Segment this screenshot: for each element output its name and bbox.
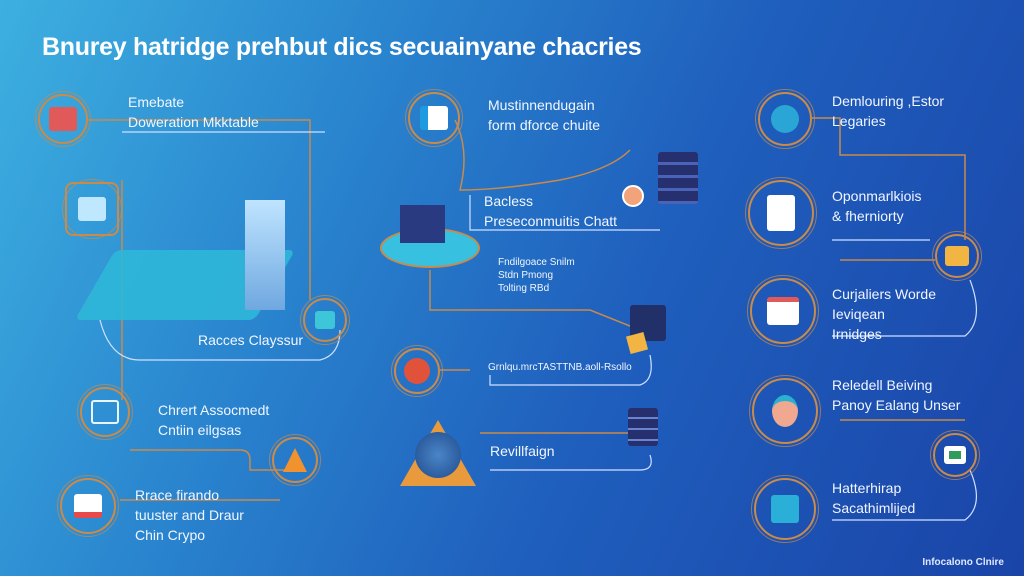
label: Stdn Pmong [498, 270, 554, 281]
label: tuuster and Draur [135, 507, 244, 523]
shield-icon-small [300, 295, 350, 345]
page-title: Bnurey hatridge prehbut dics secuainyane… [42, 33, 642, 61]
virus-icon-ring [755, 89, 815, 149]
brain-icon [772, 395, 798, 427]
shield-icon [78, 197, 106, 221]
globe-icon [415, 432, 461, 478]
flask-icon [622, 185, 644, 207]
virus-icon [771, 105, 799, 133]
small-flag-ring [930, 430, 980, 480]
label: Revillfaign [490, 443, 555, 459]
chart-icon [404, 358, 430, 384]
label: Chrert Assocmedt [158, 402, 270, 418]
label: Bacless [484, 193, 534, 209]
warning-icon-ring [269, 434, 321, 486]
book-icon-ring [35, 91, 91, 147]
server-stack-icon [658, 152, 698, 204]
label: Irnidges [832, 326, 882, 342]
brain-icon-ring [749, 375, 821, 447]
book-icon [49, 107, 77, 131]
label: Demlouring ,Estor [832, 93, 945, 109]
small-monitor-ring [932, 231, 982, 281]
left-item-2: Racces Clayssur [198, 330, 303, 350]
shield-icon-ring [62, 179, 122, 239]
shield-icon [315, 311, 335, 329]
label: Legaries [832, 113, 886, 129]
flag-icon [944, 446, 966, 464]
label: Preseconmuitis Chatt [484, 213, 618, 229]
document-icon [420, 106, 448, 130]
tower-icon [245, 200, 285, 310]
label: Oponmarlkiois [832, 188, 922, 204]
label: & fherniorty [832, 208, 904, 224]
monitor-icon-ring [747, 275, 819, 347]
server-icon [628, 408, 658, 446]
middle-item-5: Revillfaign [490, 441, 555, 461]
label: Fndilgoace Snilm [498, 257, 575, 268]
document-icon [767, 195, 795, 231]
label: Grnlqu.mrcTASTTNB.aoll-Rsollo [488, 362, 632, 373]
label: Rrace firando [135, 487, 220, 503]
building-icon [400, 205, 445, 243]
monitor-icon-ring [57, 475, 119, 537]
warning-icon [283, 448, 307, 472]
label: Emebate [128, 94, 185, 110]
monitor-icon [767, 297, 799, 325]
dashboard-icon-ring [77, 384, 133, 440]
label: Reledell Beiving [832, 377, 933, 393]
label: Hatterhirap [832, 480, 902, 496]
label: Mustinnendugain [488, 97, 595, 113]
lock-icon-ring [751, 475, 819, 543]
label: Chin Crypo [135, 527, 206, 543]
label: form dforce chuite [488, 117, 601, 133]
label: Ieviqean [832, 306, 885, 322]
footer-label: Infocalono Clnire [922, 557, 1004, 568]
middle-item-1: Mustinnendugain form dforce chuite [488, 95, 600, 135]
label: Sacathimlijed [832, 500, 916, 516]
monitor-icon [945, 246, 969, 266]
dashboard-icon [91, 400, 119, 424]
right-item-2: Oponmarlkiois & fherniorty [832, 186, 921, 226]
lock-icon [771, 495, 799, 523]
document-icon-ring [405, 89, 463, 147]
chart-icon-ring [391, 345, 443, 397]
middle-item-4: Grnlqu.mrcTASTTNB.aoll-Rsollo [488, 361, 632, 374]
label: Racces Clayssur [198, 332, 304, 348]
label: Tolting RBd [498, 283, 550, 294]
monitor-icon [74, 494, 102, 518]
label: Curjaliers Worde [832, 286, 936, 302]
label: Panoy Ealang Unser [832, 397, 961, 413]
label: Cntiin eilgsas [158, 422, 242, 438]
label: Doweration Mkktable [128, 114, 259, 130]
document-icon-ring [745, 177, 817, 249]
